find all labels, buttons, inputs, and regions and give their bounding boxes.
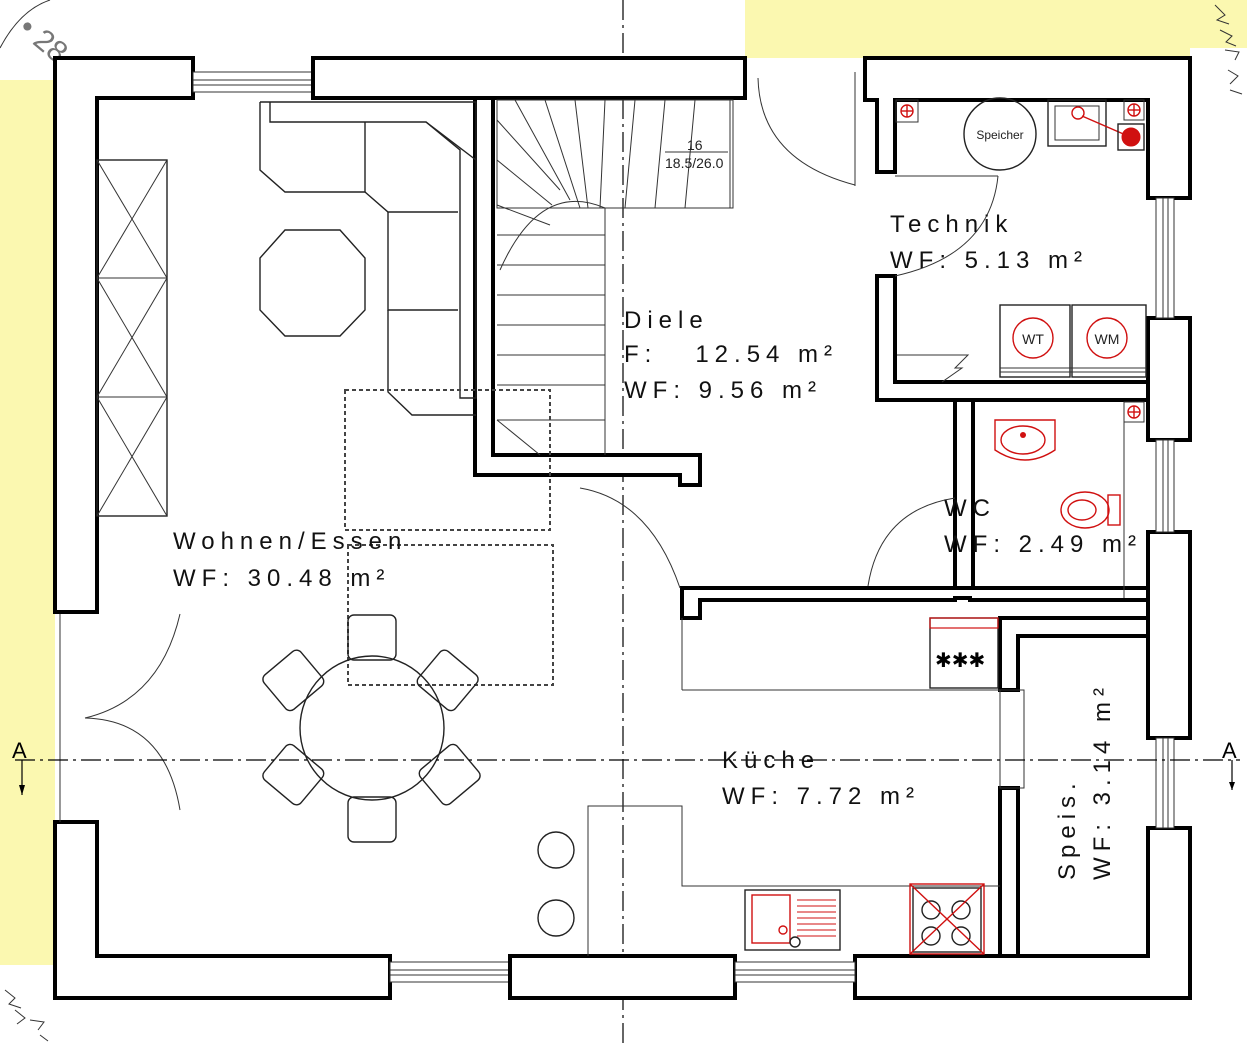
sofa bbox=[260, 101, 477, 399]
storage-tank bbox=[963, 97, 1037, 171]
diele-floor-area: F: 12.54 m² bbox=[624, 341, 838, 368]
room-labels: Wohnen/Essen WF: 30.48 m² Diele F: 12.54… bbox=[173, 211, 1142, 880]
storage-tank-label: Speicher bbox=[976, 128, 1023, 142]
speis-area: WF: 3.14 m² bbox=[1089, 682, 1116, 880]
toilet bbox=[1060, 491, 1110, 529]
dryer-label: WT bbox=[1022, 331, 1044, 347]
speis-name: Speis. bbox=[1054, 777, 1081, 880]
kitchen-sink bbox=[744, 889, 841, 951]
section-mark-left: A bbox=[12, 738, 27, 763]
kitchen-fixtures: ✱✱✱ bbox=[681, 617, 1025, 955]
dryer bbox=[999, 304, 1071, 378]
doors bbox=[59, 72, 999, 822]
stair-steps-label: 16 bbox=[687, 137, 703, 153]
svg-text:✱✱✱: ✱✱✱ bbox=[935, 648, 985, 672]
kitchen-island bbox=[587, 805, 1000, 956]
interior-walls bbox=[473, 96, 1150, 958]
dashed-area-1 bbox=[344, 389, 551, 531]
site-areas bbox=[0, 0, 1247, 965]
section-mark-right: A bbox=[1222, 738, 1237, 763]
washer bbox=[1071, 304, 1147, 378]
diele-area: WF: 9.56 m² bbox=[624, 377, 822, 404]
wohnen-name: Wohnen/Essen bbox=[173, 528, 407, 555]
bar-stool-1 bbox=[537, 831, 575, 869]
bar-stool-2 bbox=[537, 899, 575, 937]
technik-area: WF: 5.13 m² bbox=[890, 247, 1088, 274]
wohnen-area: WF: 30.48 m² bbox=[173, 565, 390, 592]
living-furniture bbox=[96, 101, 1000, 956]
wc-name: WC bbox=[944, 495, 996, 522]
kueche-name: Küche bbox=[722, 747, 820, 774]
coffee-table bbox=[259, 229, 366, 337]
wc-fixtures bbox=[994, 401, 1145, 598]
technik-name: Technik bbox=[890, 211, 1013, 238]
cabinet bbox=[96, 159, 168, 517]
section-line: A A bbox=[12, 738, 1240, 795]
wc-area: WF: 2.49 m² bbox=[944, 531, 1142, 558]
dashed-area-2 bbox=[347, 544, 554, 686]
technik-fixtures: Speicher WT WM bbox=[895, 97, 1147, 383]
stair-ratio-label: 18.5/26.0 bbox=[665, 155, 724, 171]
tree-symbol-top-right bbox=[1214, 4, 1243, 95]
exterior-walls bbox=[53, 56, 1192, 1000]
dining-table bbox=[299, 655, 445, 801]
stove bbox=[909, 883, 985, 955]
kueche-area: WF: 7.72 m² bbox=[722, 783, 920, 810]
wc-washbasin bbox=[994, 419, 1056, 461]
staircase: 16 18.5/26.0 bbox=[496, 99, 734, 456]
washer-label: WM bbox=[1095, 331, 1120, 347]
diele-name: Diele bbox=[624, 307, 709, 334]
tree-symbol-bottom-left bbox=[4, 989, 49, 1042]
